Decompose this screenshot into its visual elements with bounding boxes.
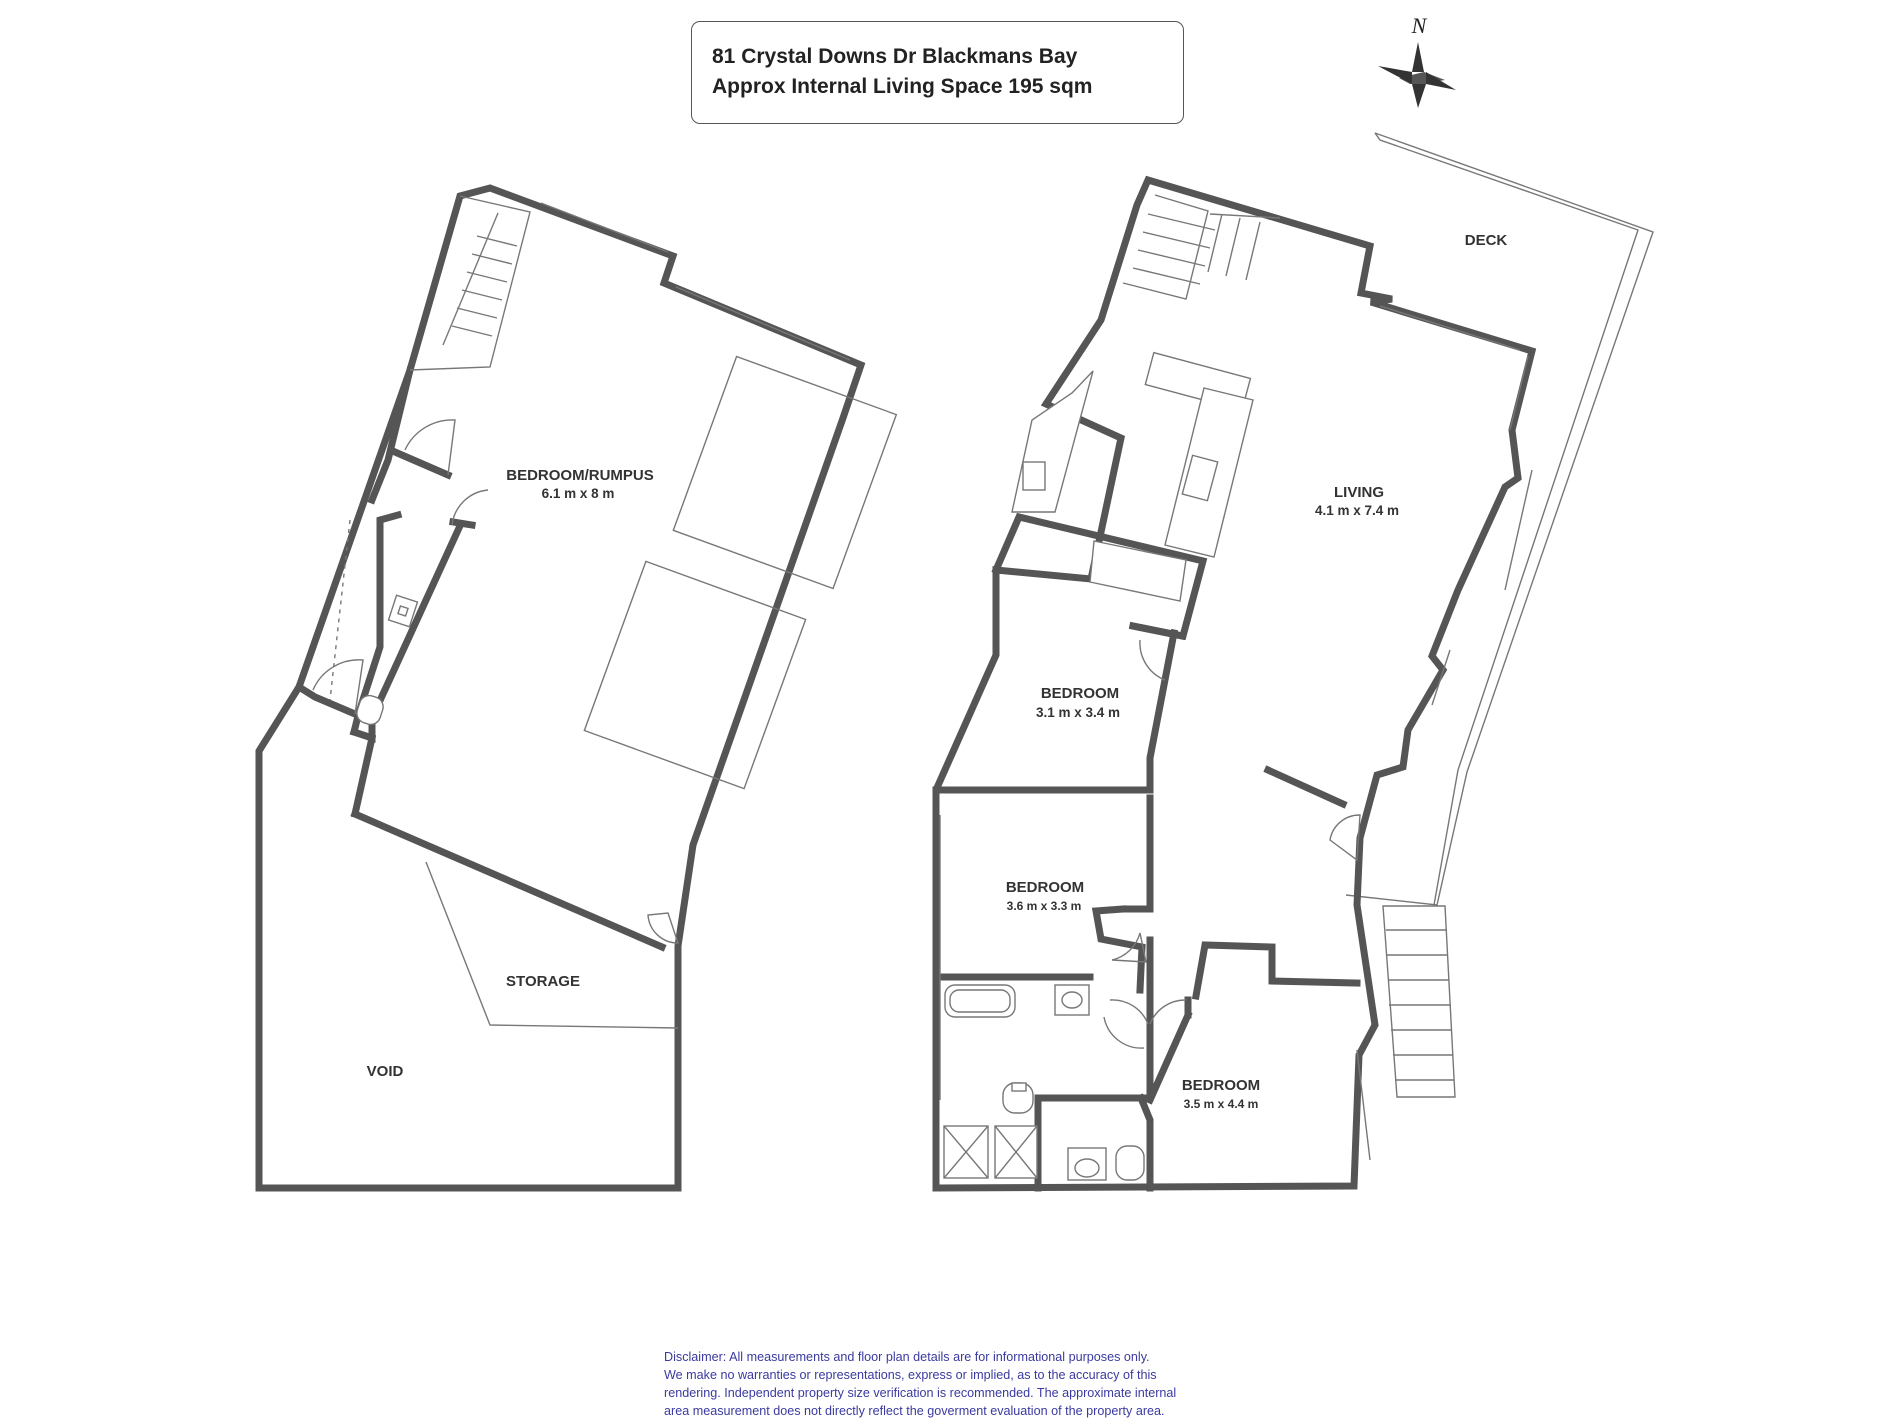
room-label-bedroom-2: BEDROOM <box>1041 685 1119 702</box>
room-label-deck: DECK <box>1465 232 1508 249</box>
room-label-living: LIVING <box>1334 484 1384 501</box>
room-dims-bedroom-3: 3.6 m x 3.3 m <box>1007 899 1082 913</box>
property-address: 81 Crystal Downs Dr Blackmans Bay <box>712 45 1078 68</box>
room-label-storage: STORAGE <box>506 973 580 990</box>
upper-level-plan <box>932 132 1654 1192</box>
disclaimer-line: We make no warranties or representations… <box>664 1368 1157 1382</box>
disclaimer-line: area measurement does not directly refle… <box>664 1404 1165 1418</box>
room-label-bedroom-4: BEDROOM <box>1182 1077 1260 1094</box>
lower-level-plan <box>255 184 898 1192</box>
room-label-bedroom-3: BEDROOM <box>1006 879 1084 896</box>
disclaimer-line: rendering. Independent property size ver… <box>664 1386 1177 1400</box>
living-space-area: Approx Internal Living Space 195 sqm <box>712 75 1093 98</box>
room-dims-bedroom-4: 3.5 m x 4.4 m <box>1184 1097 1259 1111</box>
room-label-bedroom-rumpus: BEDROOM/RUMPUS <box>506 467 654 484</box>
title-box: 81 Crystal Downs Dr Blackmans Bay Approx… <box>691 21 1184 124</box>
disclaimer-line: Disclaimer: All measurements and floor p… <box>664 1350 1150 1364</box>
room-dims-living: 4.1 m x 7.4 m <box>1315 503 1399 518</box>
north-label: N <box>1411 13 1428 38</box>
north-arrow: N <box>1378 13 1456 108</box>
disclaimer: Disclaimer: All measurements and floor p… <box>664 1348 1324 1420</box>
room-dims-bedroom-2: 3.1 m x 3.4 m <box>1036 705 1120 720</box>
room-dims-bedroom-rumpus: 6.1 m x 8 m <box>542 486 615 501</box>
room-label-void: VOID <box>367 1063 404 1080</box>
